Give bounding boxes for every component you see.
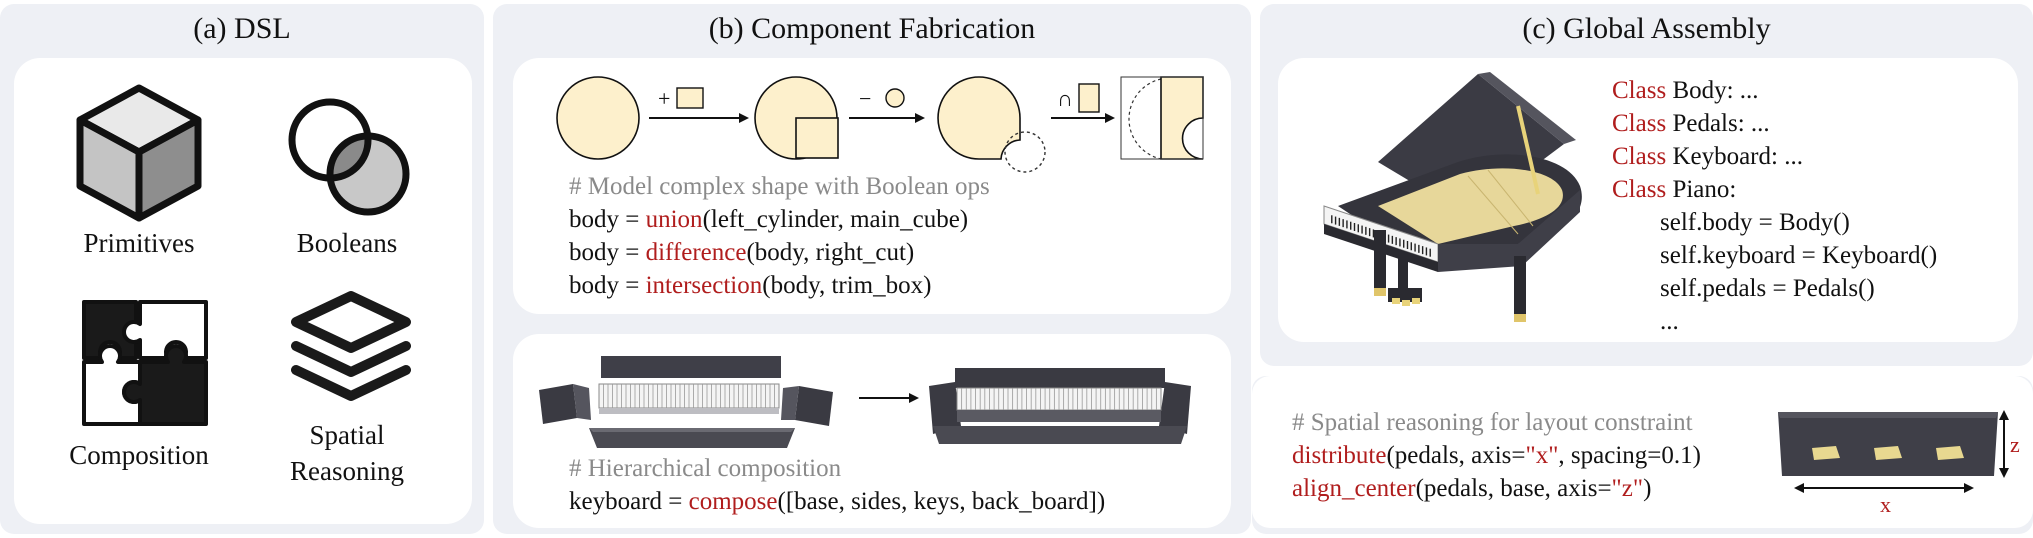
spatial-label: Spatial [309, 420, 385, 450]
assembly-title: (c) Global Assembly [1522, 12, 1771, 45]
z-axis-label: z [2010, 432, 2020, 457]
self-keyboard-line: self.keyboard = Keyboard() [1660, 242, 1938, 269]
assembled-keyboard-illustration [929, 368, 1191, 444]
keyboard-parts-illustration [539, 356, 833, 448]
union-line: body = union(left_cylinder, main_cube) [569, 206, 969, 233]
boolean-card: + − ∩ # Model complex shape with [513, 58, 1231, 314]
venn-icon [288, 98, 410, 216]
compose-arrow [859, 393, 919, 403]
pedal-layout-illustration: x z [1778, 410, 2020, 517]
boolean-comment: # Model complex shape with Boolean ops [569, 173, 990, 200]
spatial-panel: # Spatial reasoning for layout constrain… [1252, 376, 2033, 534]
boolean-code-block: # Model complex shape with Boolean ops b… [569, 170, 990, 302]
assembly-panel: (c) Global Assembly [1260, 4, 2033, 366]
composition-comment: # Hierarchical composition [569, 455, 842, 482]
pedal-2 [1874, 446, 1902, 460]
fabrication-title: (b) Component Fabrication [708, 12, 1036, 45]
self-pedals-line: self.pedals = Pedals() [1660, 275, 1875, 302]
pedal-1 [1812, 446, 1840, 460]
composition-card: # Hierarchical composition keyboard = co… [513, 334, 1231, 528]
union-op-symbol: + [658, 86, 670, 111]
grand-piano-illustration [1323, 72, 1582, 322]
reasoning-label: Reasoning [290, 456, 404, 486]
boolean-sequence-diagram: + − ∩ [556, 76, 1204, 173]
distribute-line: distribute(pedals, axis="x", spacing=0.1… [1292, 442, 1701, 469]
fabrication-panel: (b) Component Fabrication + − [493, 4, 1251, 534]
difference-line: body = difference(body, right_cut) [569, 239, 915, 266]
cube-icon [76, 84, 202, 222]
assembly-code-block: Class Body: ... Class Pedals: ... Class … [1612, 74, 1937, 338]
layers-icon [291, 291, 411, 401]
trim-box-op-icon [1078, 83, 1100, 113]
spatial-comment: # Spatial reasoning for layout constrain… [1292, 409, 1693, 436]
left-cylinder-shape [556, 76, 640, 160]
assembly-card: Class Body: ... Class Pedals: ... Class … [1278, 58, 2018, 342]
class-keyboard-line: Class Keyboard: ... [1612, 143, 1803, 170]
dsl-title: (a) DSL [193, 12, 291, 45]
intersection-op-symbol: ∩ [1057, 86, 1073, 111]
cube-op-icon [676, 87, 704, 109]
composition-label: Composition [69, 440, 209, 470]
spatial-card: # Spatial reasoning for layout constrain… [1252, 376, 2033, 528]
self-body-line: self.body = Body() [1660, 209, 1850, 236]
cut-op-icon [885, 88, 905, 108]
class-piano-line: Class Piano: [1612, 176, 1737, 203]
ellipsis-line: ... [1660, 308, 1679, 335]
composition-code-block: # Hierarchical composition keyboard = co… [569, 452, 1105, 518]
primitives-label: Primitives [83, 228, 195, 258]
difference-op-symbol: − [859, 86, 871, 111]
intersection-line: body = intersection(body, trim_box) [569, 272, 932, 299]
pedal-3 [1936, 446, 1964, 460]
class-pedals-line: Class Pedals: ... [1612, 110, 1770, 137]
dsl-card: Primitives Booleans Composition [14, 58, 472, 524]
spatial-code-block: # Spatial reasoning for layout constrain… [1292, 406, 1701, 505]
x-axis-label: x [1880, 492, 1891, 517]
align-center-line: align_center(pedals, base, axis="z") [1292, 475, 1652, 502]
puzzle-icon [82, 300, 208, 426]
class-body-line: Class Body: ... [1612, 77, 1759, 104]
compose-line: keyboard = compose([base, sides, keys, b… [569, 488, 1106, 515]
booleans-label: Booleans [296, 228, 398, 258]
dsl-panel: (a) DSL Primitives Booleans [0, 4, 484, 534]
